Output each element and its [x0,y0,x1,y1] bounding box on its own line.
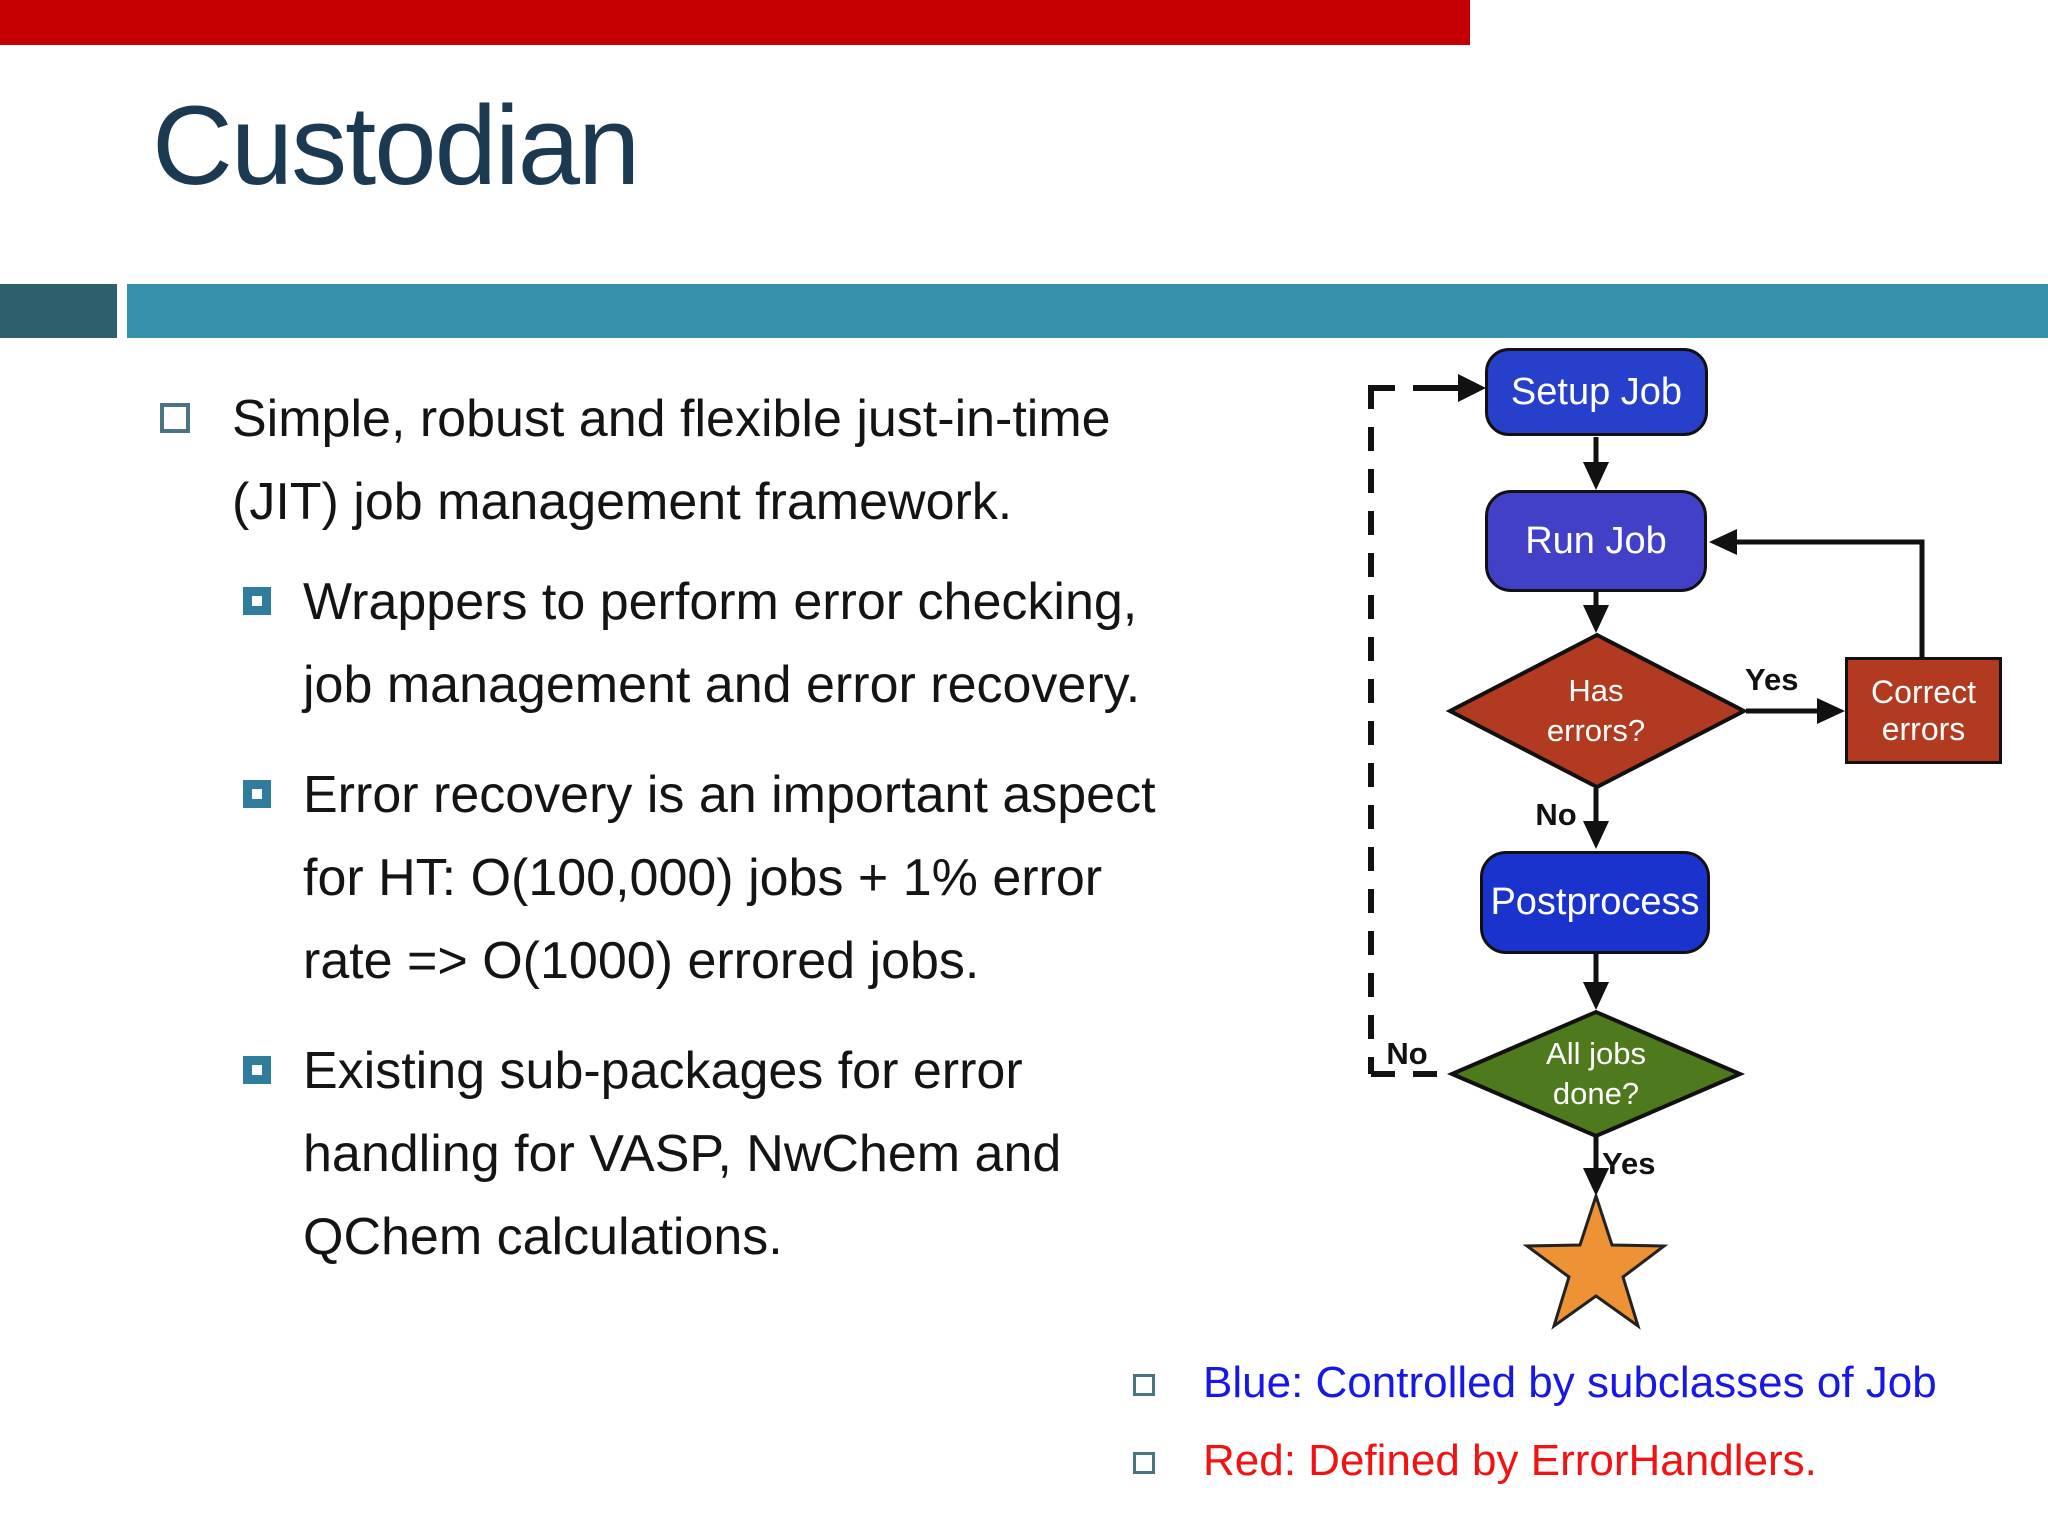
bullet-item-1: Simple, robust and flexible just-in-time… [160,377,1111,543]
accent-square [0,284,117,338]
all-jobs-done-label: All jobs done? [1546,1036,1646,1111]
bullet-item-4: Existing sub-packages for error handling… [243,1029,1062,1278]
page-title: Custodian [152,83,640,208]
all-jobs-done-diamond [1446,1009,1746,1139]
postprocess-label: Postprocess [1490,881,1700,923]
edge-label-no: No [1535,797,1577,832]
level2-bullet-icon [243,780,271,808]
legend-blue-text: Blue: Controlled by subclasses of Job [1203,1358,1937,1407]
level2-bullet-icon [243,1056,271,1084]
has-errors-diamond [1445,632,1749,790]
top-red-bar [0,0,1470,45]
accent-bar [127,284,2048,338]
success-star [1522,1191,1669,1330]
edge-label-yes: Yes [1602,1146,1656,1181]
arrowhead-into-setup [1458,374,1486,402]
bullet-item-2: Wrappers to perform error checking, job … [243,560,1141,726]
setup-job-label: Setup Job [1510,370,1683,413]
run-job-label: Run Job [1525,519,1667,562]
bullet-line: rate => O(1000) errored jobs. [303,931,980,990]
bullet-line: job management and error recovery. [303,655,1141,714]
bullet-line: Wrappers to perform error checking, [303,572,1138,631]
legend-item-red: Red: Defined by ErrorHandlers. [1133,1436,1817,1486]
run-job-node: Run Job [1485,490,1707,592]
edge-label-yes: Yes [1745,662,1799,697]
edge-label-no: No [1386,1036,1428,1071]
has-errors-label: Has errors? [1546,673,1646,748]
level2-bullet-icon [243,587,271,615]
bullet-item-3: Error recovery is an important aspect fo… [243,753,1156,1002]
bullet-line: for HT: O(100,000) jobs + 1% error [303,848,1103,907]
bullet-line: handling for VASP, NwChem and [303,1124,1062,1183]
legend-item-blue: Blue: Controlled by subclasses of Job [1133,1358,1937,1408]
legend-bullet-icon [1133,1374,1155,1396]
connector-correct-run [1736,539,1925,657]
bullet-line: Simple, robust and flexible just-in-time [232,389,1111,448]
bullet-line: QChem calculations. [303,1207,783,1266]
legend-red-text: Red: Defined by ErrorHandlers. [1203,1436,1817,1485]
bullet-line: (JIT) job management framework. [232,472,1013,531]
bullet-line: Error recovery is an important aspect [303,765,1156,824]
postprocess-node: Postprocess [1480,851,1710,954]
level1-bullet-icon [160,403,190,433]
correct-errors-node: Correct errors [1845,657,2002,764]
legend-bullet-icon [1133,1452,1155,1474]
bullet-line: Existing sub-packages for error [303,1041,1023,1100]
setup-job-node: Setup Job [1485,348,1708,436]
